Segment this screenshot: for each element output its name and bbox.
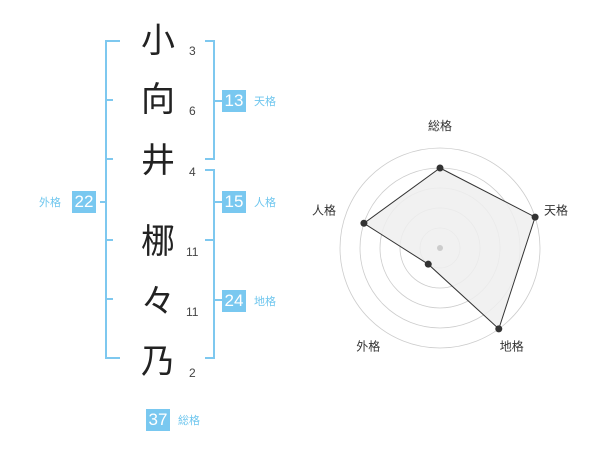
stroke-count-5: 11 <box>186 305 199 319</box>
radar-axis-label-3: 外格 <box>356 339 380 354</box>
tenkaku-label: 天格 <box>254 95 276 108</box>
jinkaku-label: 人格 <box>254 196 276 209</box>
radar-center-dot <box>437 245 443 251</box>
radar-axis-label-4: 人格 <box>312 202 336 217</box>
gaikaku-bracket <box>105 40 120 359</box>
radar-point-1 <box>531 213 539 221</box>
gaikaku-label: 外格 <box>39 196 61 209</box>
stroke-count-4: 11 <box>186 245 199 259</box>
radar-point-2 <box>495 325 503 333</box>
tenkaku-value: 13 <box>222 90 246 112</box>
radar-point-4 <box>360 219 368 227</box>
name-char-3: 井 <box>141 141 175 181</box>
radar-axis-label-2: 地格 <box>500 339 524 354</box>
gaikaku-value: 22 <box>72 191 96 213</box>
radar-ring-5 <box>339 147 541 349</box>
radar-point-0 <box>436 164 444 172</box>
name-char-2: 向 <box>141 80 175 120</box>
radar-polygon <box>363 167 536 330</box>
radar-axis-label-1: 天格 <box>544 202 568 217</box>
chikaku-label: 地格 <box>254 295 276 308</box>
stroke-count-6: 2 <box>189 366 196 380</box>
name-char-4: 梛 <box>141 222 175 262</box>
soukaku-label: 総格 <box>178 414 200 427</box>
radar-points <box>360 164 539 333</box>
soukaku-value: 37 <box>146 409 170 431</box>
name-char-6: 乃 <box>141 342 175 382</box>
radar-point-3 <box>424 260 432 268</box>
jinkaku-value: 15 <box>222 191 246 213</box>
name-char-1: 小 <box>141 21 175 61</box>
chikaku-value: 24 <box>222 290 246 312</box>
stroke-count-2: 6 <box>189 104 196 118</box>
stroke-count-3: 4 <box>189 165 196 179</box>
stroke-count-1: 3 <box>189 44 196 58</box>
name-char-5: 々 <box>141 282 175 322</box>
radar-axis-label-0: 総格 <box>428 118 452 133</box>
